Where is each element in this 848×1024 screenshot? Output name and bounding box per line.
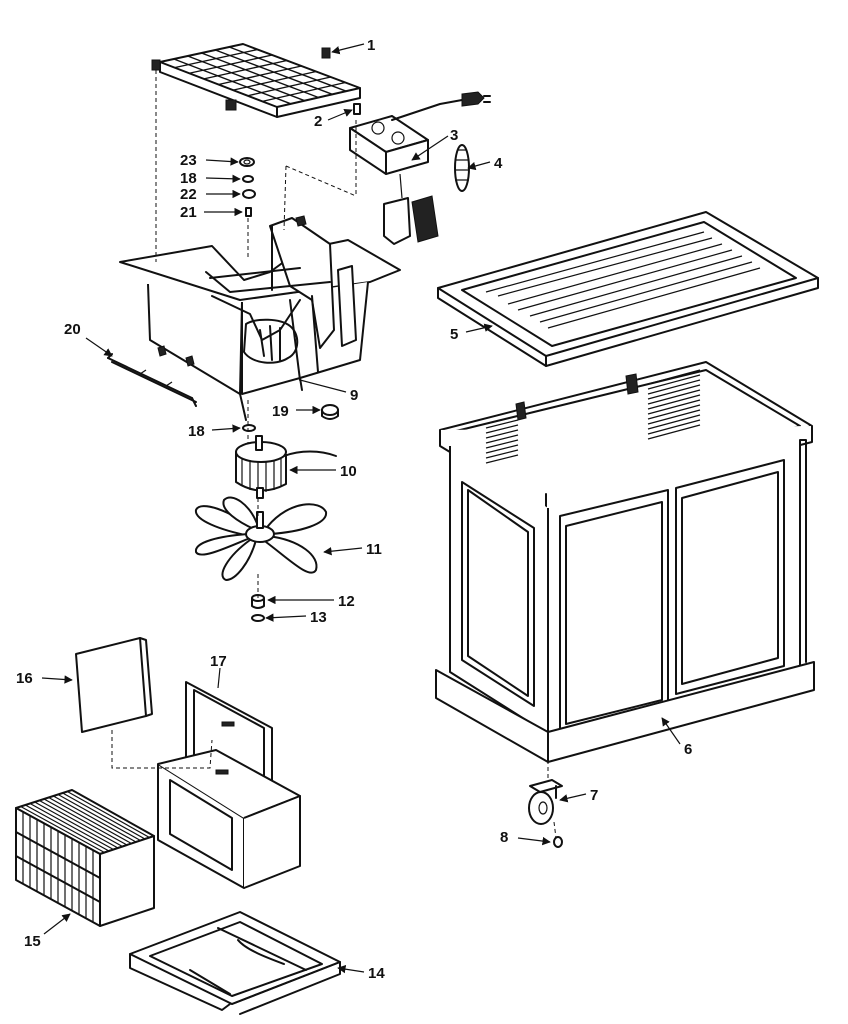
- callout-21: 21: [180, 204, 197, 221]
- part-1-top-grille: [151, 43, 361, 118]
- part-13-washer: [251, 614, 265, 622]
- callout-15: 15: [24, 933, 41, 950]
- callout-13: 13: [310, 609, 327, 626]
- callout-22: 22: [180, 186, 197, 203]
- part-2-screw: [353, 103, 361, 115]
- callout-6: 6: [684, 741, 692, 758]
- callout-18-upper: 18: [180, 170, 197, 187]
- part-17-frame: [157, 681, 301, 889]
- part-12-nut: [251, 594, 265, 609]
- callout-20: 20: [64, 321, 81, 338]
- callout-16: 16: [16, 670, 33, 687]
- part-15-filter-pad: [15, 789, 155, 927]
- callout-4: 4: [494, 155, 503, 172]
- callout-2: 2: [314, 113, 322, 130]
- part-4-gasket-ring: [454, 144, 470, 192]
- callout-19: 19: [272, 403, 289, 420]
- part-16-side-panel: [75, 637, 153, 733]
- part-11-fan-blade: [194, 496, 328, 581]
- callout-17: 17: [210, 653, 227, 670]
- callout-12: 12: [338, 593, 355, 610]
- part-18-lower-washer: [242, 424, 256, 432]
- callout-10: 10: [340, 463, 357, 480]
- callout-5: 5: [450, 326, 458, 343]
- callout-18-lower: 18: [188, 423, 205, 440]
- alignment-lines: [111, 70, 557, 839]
- part-9-blower-housing: [119, 215, 401, 421]
- part-7-caster: [528, 779, 563, 825]
- callout-3: 3: [450, 127, 458, 144]
- part-8-screw: [553, 836, 563, 848]
- callout-8: 8: [500, 829, 508, 846]
- part-5-top-lid: [437, 211, 819, 367]
- part-3-control-box: [349, 91, 491, 245]
- callout-1: 1: [367, 37, 375, 54]
- callout-14: 14: [368, 965, 385, 982]
- callout-11: 11: [366, 541, 382, 558]
- part-10-motor: [235, 435, 337, 499]
- part-6-cabinet: [435, 361, 815, 763]
- fasteners-stack: [239, 157, 256, 217]
- callout-9: 9: [350, 387, 358, 404]
- leader-lines: [41, 43, 681, 974]
- part-14-base-pan: [129, 911, 341, 1015]
- callout-23: 23: [180, 152, 197, 169]
- callout-labels: 1 2 3 4 5 6 7 8 9 10 11 12 13 14 15 16 1…: [16, 37, 692, 982]
- part-19-grommet: [321, 404, 339, 420]
- callout-7: 7: [590, 787, 598, 804]
- part-20-rod: [107, 353, 197, 407]
